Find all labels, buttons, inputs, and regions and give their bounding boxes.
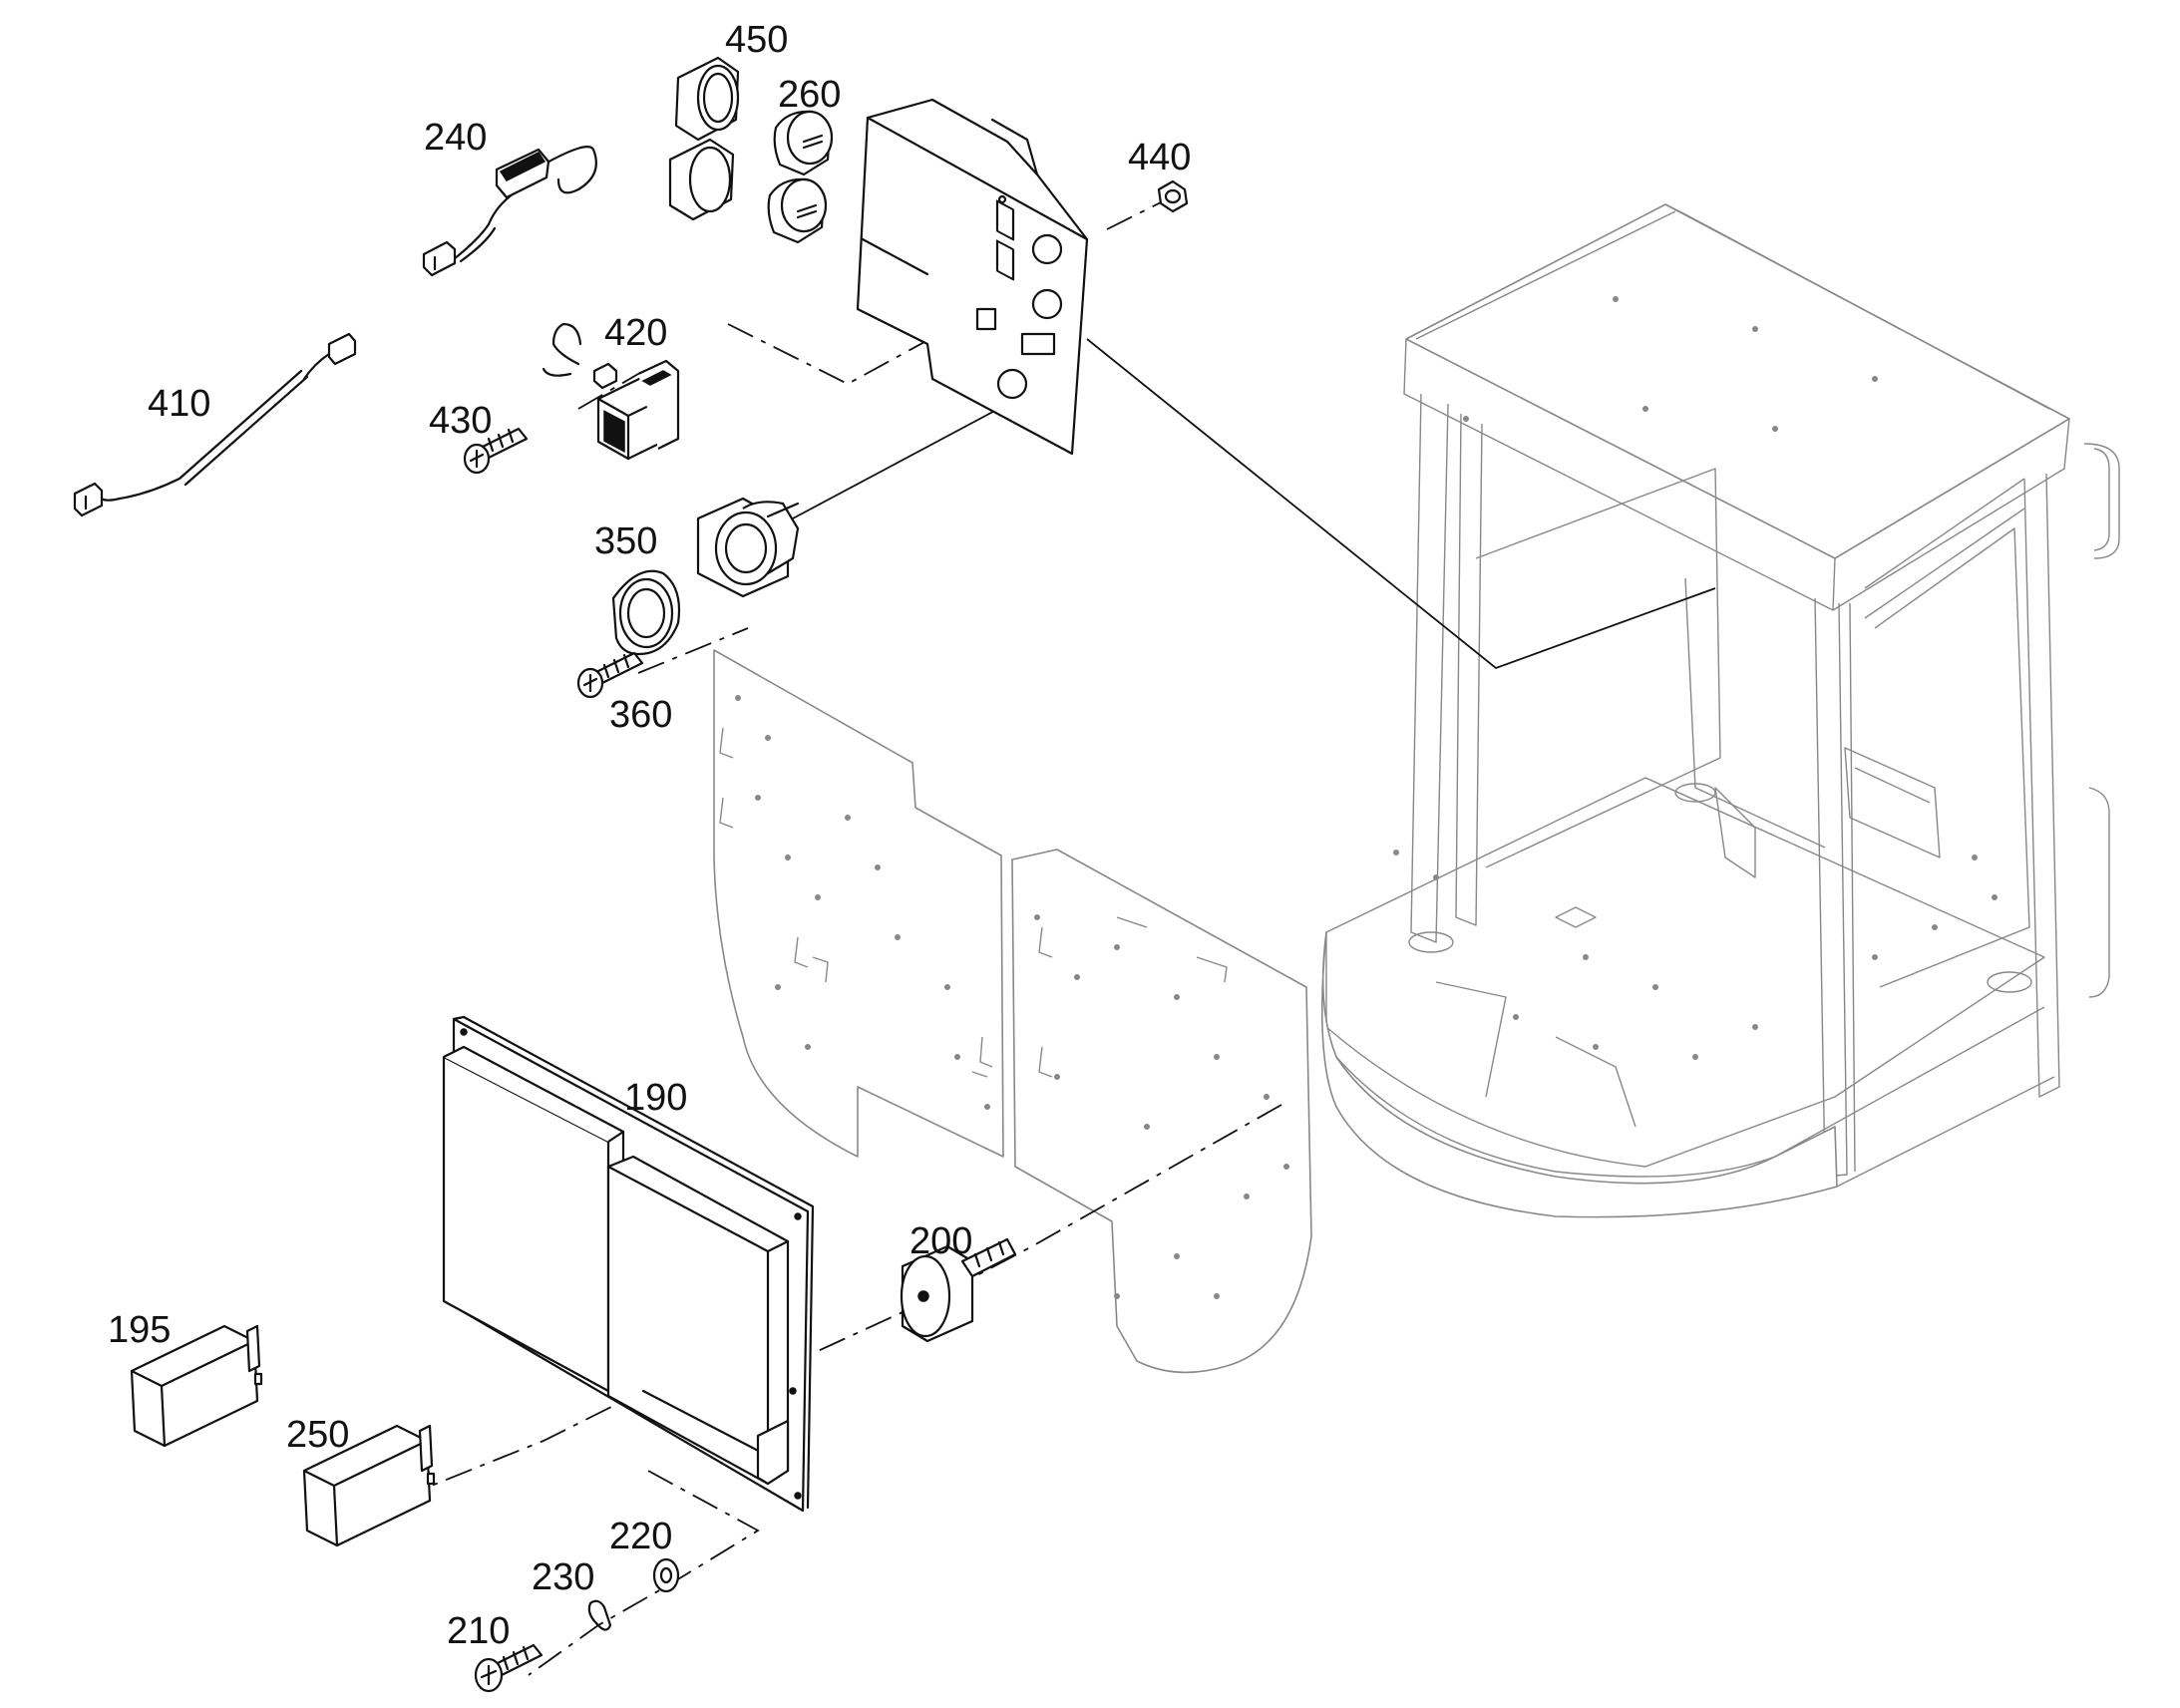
switch-260: [767, 110, 834, 244]
callout-420: 420: [604, 312, 667, 354]
callout-195: 195: [108, 1309, 171, 1351]
wire-harness-240: [422, 146, 597, 277]
callout-440: 440: [1128, 137, 1191, 178]
callout-450: 450: [725, 19, 788, 61]
panel-ghost-holes: [735, 695, 1289, 1299]
wire-harness-410: [73, 332, 357, 517]
callout-250: 250: [286, 1414, 349, 1456]
callout-410: 410: [148, 383, 210, 425]
callout-190: 190: [624, 1077, 687, 1119]
callout-220: 220: [609, 1516, 672, 1557]
panel-ghost-slots: [719, 727, 1228, 1078]
standoff-200: [900, 1237, 1017, 1343]
screw-430: [463, 427, 529, 475]
controller-box-190: [442, 1015, 815, 1513]
panel-right-ghost: [1011, 849, 1312, 1374]
panel-left-ghost: [713, 649, 1004, 1158]
callout-360: 360: [609, 694, 672, 736]
knob-cap-450: [668, 56, 740, 221]
socket-350: [696, 497, 800, 598]
callout-labels: 450 260 240 440 420 410 430 350 360 190 …: [108, 19, 1191, 1652]
callout-210: 210: [447, 1610, 510, 1652]
callout-240: 240: [424, 117, 487, 159]
lock-washer-230: [587, 1599, 612, 1631]
callout-260: 260: [778, 74, 841, 116]
ring-350: [611, 569, 681, 656]
washer-220: [652, 1557, 680, 1593]
bracket-plate: [856, 98, 1089, 456]
relay-195: [130, 1324, 263, 1448]
callout-430: 430: [429, 400, 492, 442]
callout-230: 230: [532, 1556, 594, 1598]
relay-250: [302, 1424, 436, 1547]
screw-360: [576, 651, 644, 699]
nut-440: [1157, 179, 1189, 213]
callout-200: 200: [909, 1220, 972, 1262]
connector-420: [542, 322, 680, 461]
callout-350: 350: [594, 520, 657, 562]
cab-frame: [1320, 203, 2120, 1218]
screw-210: [474, 1643, 544, 1693]
